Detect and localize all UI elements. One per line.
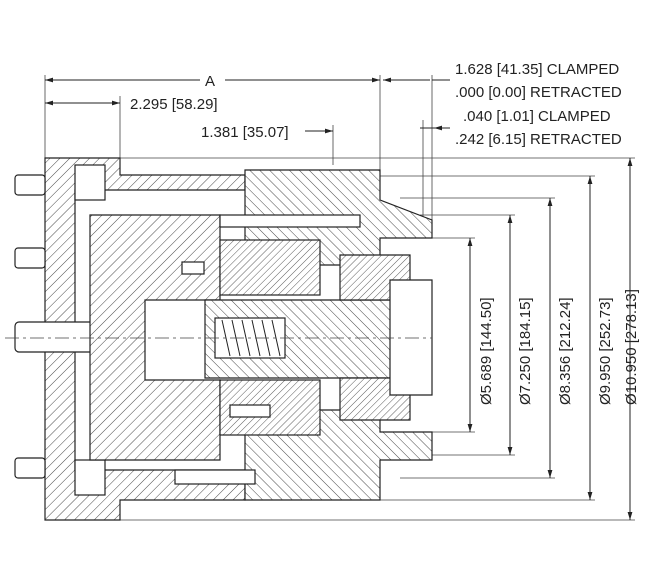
dim-retracted-2: .242 [6.15] RETRACTED xyxy=(455,131,622,148)
dim-dia-5689: Ø5.689 [144.50] xyxy=(478,297,495,405)
dim-dia-9950: Ø9.950 [252.73] xyxy=(597,297,614,405)
dim-dia-7250: Ø7.250 [184.15] xyxy=(517,297,534,405)
dim-clamped-1: 1.628 [41.35] CLAMPED xyxy=(455,61,619,78)
dim-clamped-2: .040 [1.01] CLAMPED xyxy=(463,108,611,125)
dim-1381: 1.381 [35.07] xyxy=(201,124,289,141)
dim-a: A xyxy=(205,73,215,90)
top-dimensions xyxy=(44,75,450,230)
chuck-section-view xyxy=(14,157,433,521)
dim-dia-10950: Ø10.950 [278.13] xyxy=(623,289,640,405)
dim-dia-8356: Ø8.356 [212.24] xyxy=(557,297,574,405)
diameter-dimensions xyxy=(100,157,635,521)
dim-2295: 2.295 [58.29] xyxy=(130,96,218,113)
dim-retracted-1: .000 [0.00] RETRACTED xyxy=(455,84,622,101)
